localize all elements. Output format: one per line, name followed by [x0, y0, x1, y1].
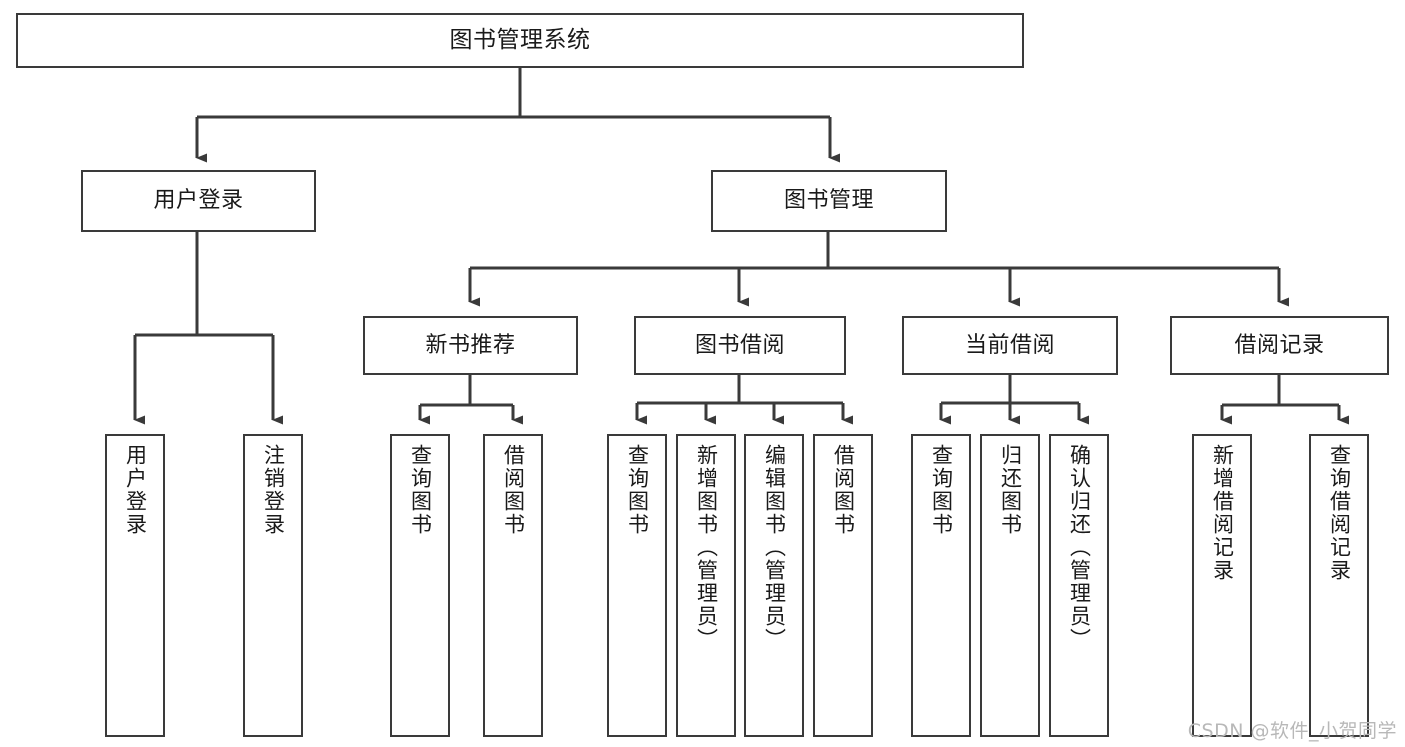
leaf-book-borrow-borrow[interactable]: 借阅图书 [813, 434, 873, 737]
node-user-login[interactable]: 用户登录 [81, 170, 316, 232]
node-label: 新增图书（管理员） [694, 444, 719, 651]
node-label: 新书推荐 [425, 332, 516, 358]
node-label: 注销登录 [261, 444, 286, 536]
leaf-borrow-record-add[interactable]: 新增借阅记录 [1192, 434, 1252, 737]
node-book-borrow[interactable]: 图书借阅 [634, 316, 846, 375]
leaf-new-book-borrow[interactable]: 借阅图书 [483, 434, 543, 737]
node-label: 借阅图书 [501, 444, 526, 536]
node-label: 编辑图书（管理员） [762, 444, 787, 651]
node-label: 用户登录 [123, 444, 148, 536]
leaf-new-book-query[interactable]: 查询图书 [390, 434, 450, 737]
node-label: 查询借阅记录 [1327, 444, 1352, 582]
node-root-system[interactable]: 图书管理系统 [16, 13, 1024, 68]
node-label: 确认归还（管理员） [1067, 444, 1092, 651]
node-label: 图书借阅 [694, 332, 785, 358]
leaf-book-borrow-query[interactable]: 查询图书 [607, 434, 667, 737]
node-label: 图书管理系统 [449, 26, 591, 53]
node-current-borrow[interactable]: 当前借阅 [902, 316, 1118, 375]
node-label: 新增借阅记录 [1210, 444, 1235, 582]
node-label: 查询图书 [625, 444, 650, 536]
node-label: 借阅图书 [831, 444, 856, 536]
leaf-current-borrow-query[interactable]: 查询图书 [911, 434, 971, 737]
leaf-borrow-record-query[interactable]: 查询借阅记录 [1309, 434, 1369, 737]
leaf-current-borrow-confirm[interactable]: 确认归还（管理员） [1049, 434, 1109, 737]
node-label: 图书管理 [783, 188, 874, 214]
leaf-book-borrow-add[interactable]: 新增图书（管理员） [676, 434, 736, 737]
node-label: 归还图书 [998, 444, 1023, 536]
leaf-user-login-login[interactable]: 用户登录 [105, 434, 165, 737]
node-label: 用户登录 [153, 188, 244, 214]
leaf-book-borrow-edit[interactable]: 编辑图书（管理员） [744, 434, 804, 737]
watermark: CSDN @软件_小贺同学 [1187, 720, 1397, 742]
node-label: 当前借阅 [964, 332, 1055, 358]
node-new-book-recommend[interactable]: 新书推荐 [363, 316, 578, 375]
node-label: 查询图书 [929, 444, 954, 536]
leaf-current-borrow-return[interactable]: 归还图书 [980, 434, 1040, 737]
node-label: 查询图书 [408, 444, 433, 536]
leaf-user-login-logout[interactable]: 注销登录 [243, 434, 303, 737]
node-borrow-record[interactable]: 借阅记录 [1170, 316, 1389, 375]
node-book-management[interactable]: 图书管理 [711, 170, 947, 232]
node-label: 借阅记录 [1234, 332, 1325, 358]
